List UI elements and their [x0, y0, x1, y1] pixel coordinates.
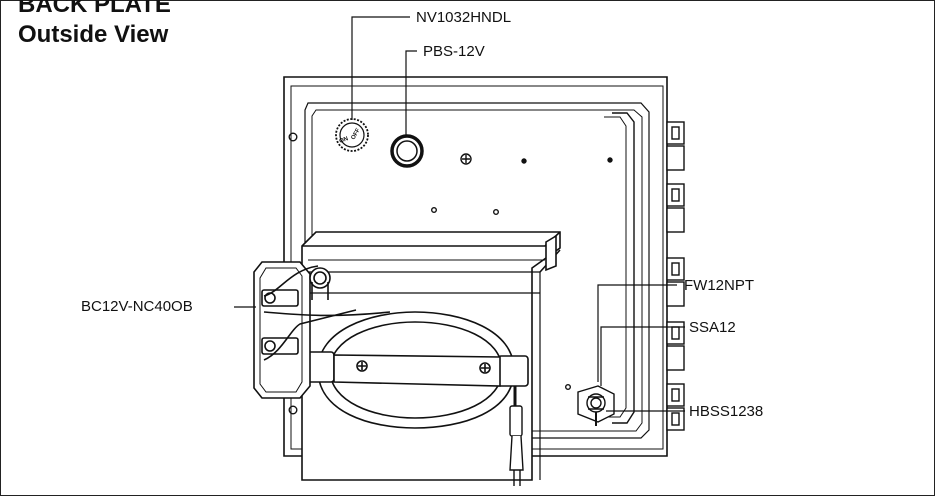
push-button-shape: [390, 134, 424, 168]
handle-switch-knob: ON OFF: [335, 118, 369, 152]
callout-ssa12: SSA12: [689, 319, 736, 336]
hinge-tabs: [666, 121, 685, 431]
callout-fw12npt: FW12NPT: [684, 277, 754, 294]
charger-clip: [253, 261, 391, 399]
knob-on-label: ON: [339, 136, 350, 145]
title-line-1: BACK PLATE: [18, 0, 171, 18]
title-line-2: Outside View: [18, 21, 169, 48]
mounting-holes: [288, 132, 613, 415]
knob-off-label: OFF: [351, 127, 362, 141]
drawing-title: BACK PLATE Outside View: [18, 0, 171, 50]
charger-cable-plug: [509, 386, 524, 486]
callout-nv1032hndl: NV1032HNDL: [416, 9, 511, 26]
fitting-assembly: [577, 385, 615, 426]
callout-pbs-12v: PBS-12V: [423, 43, 485, 60]
callout-bc12v-nc40ob: BC12V-NC40OB: [81, 298, 193, 315]
leader-lines: [234, 16, 685, 412]
callout-hbss1238: HBSS1238: [689, 403, 763, 420]
